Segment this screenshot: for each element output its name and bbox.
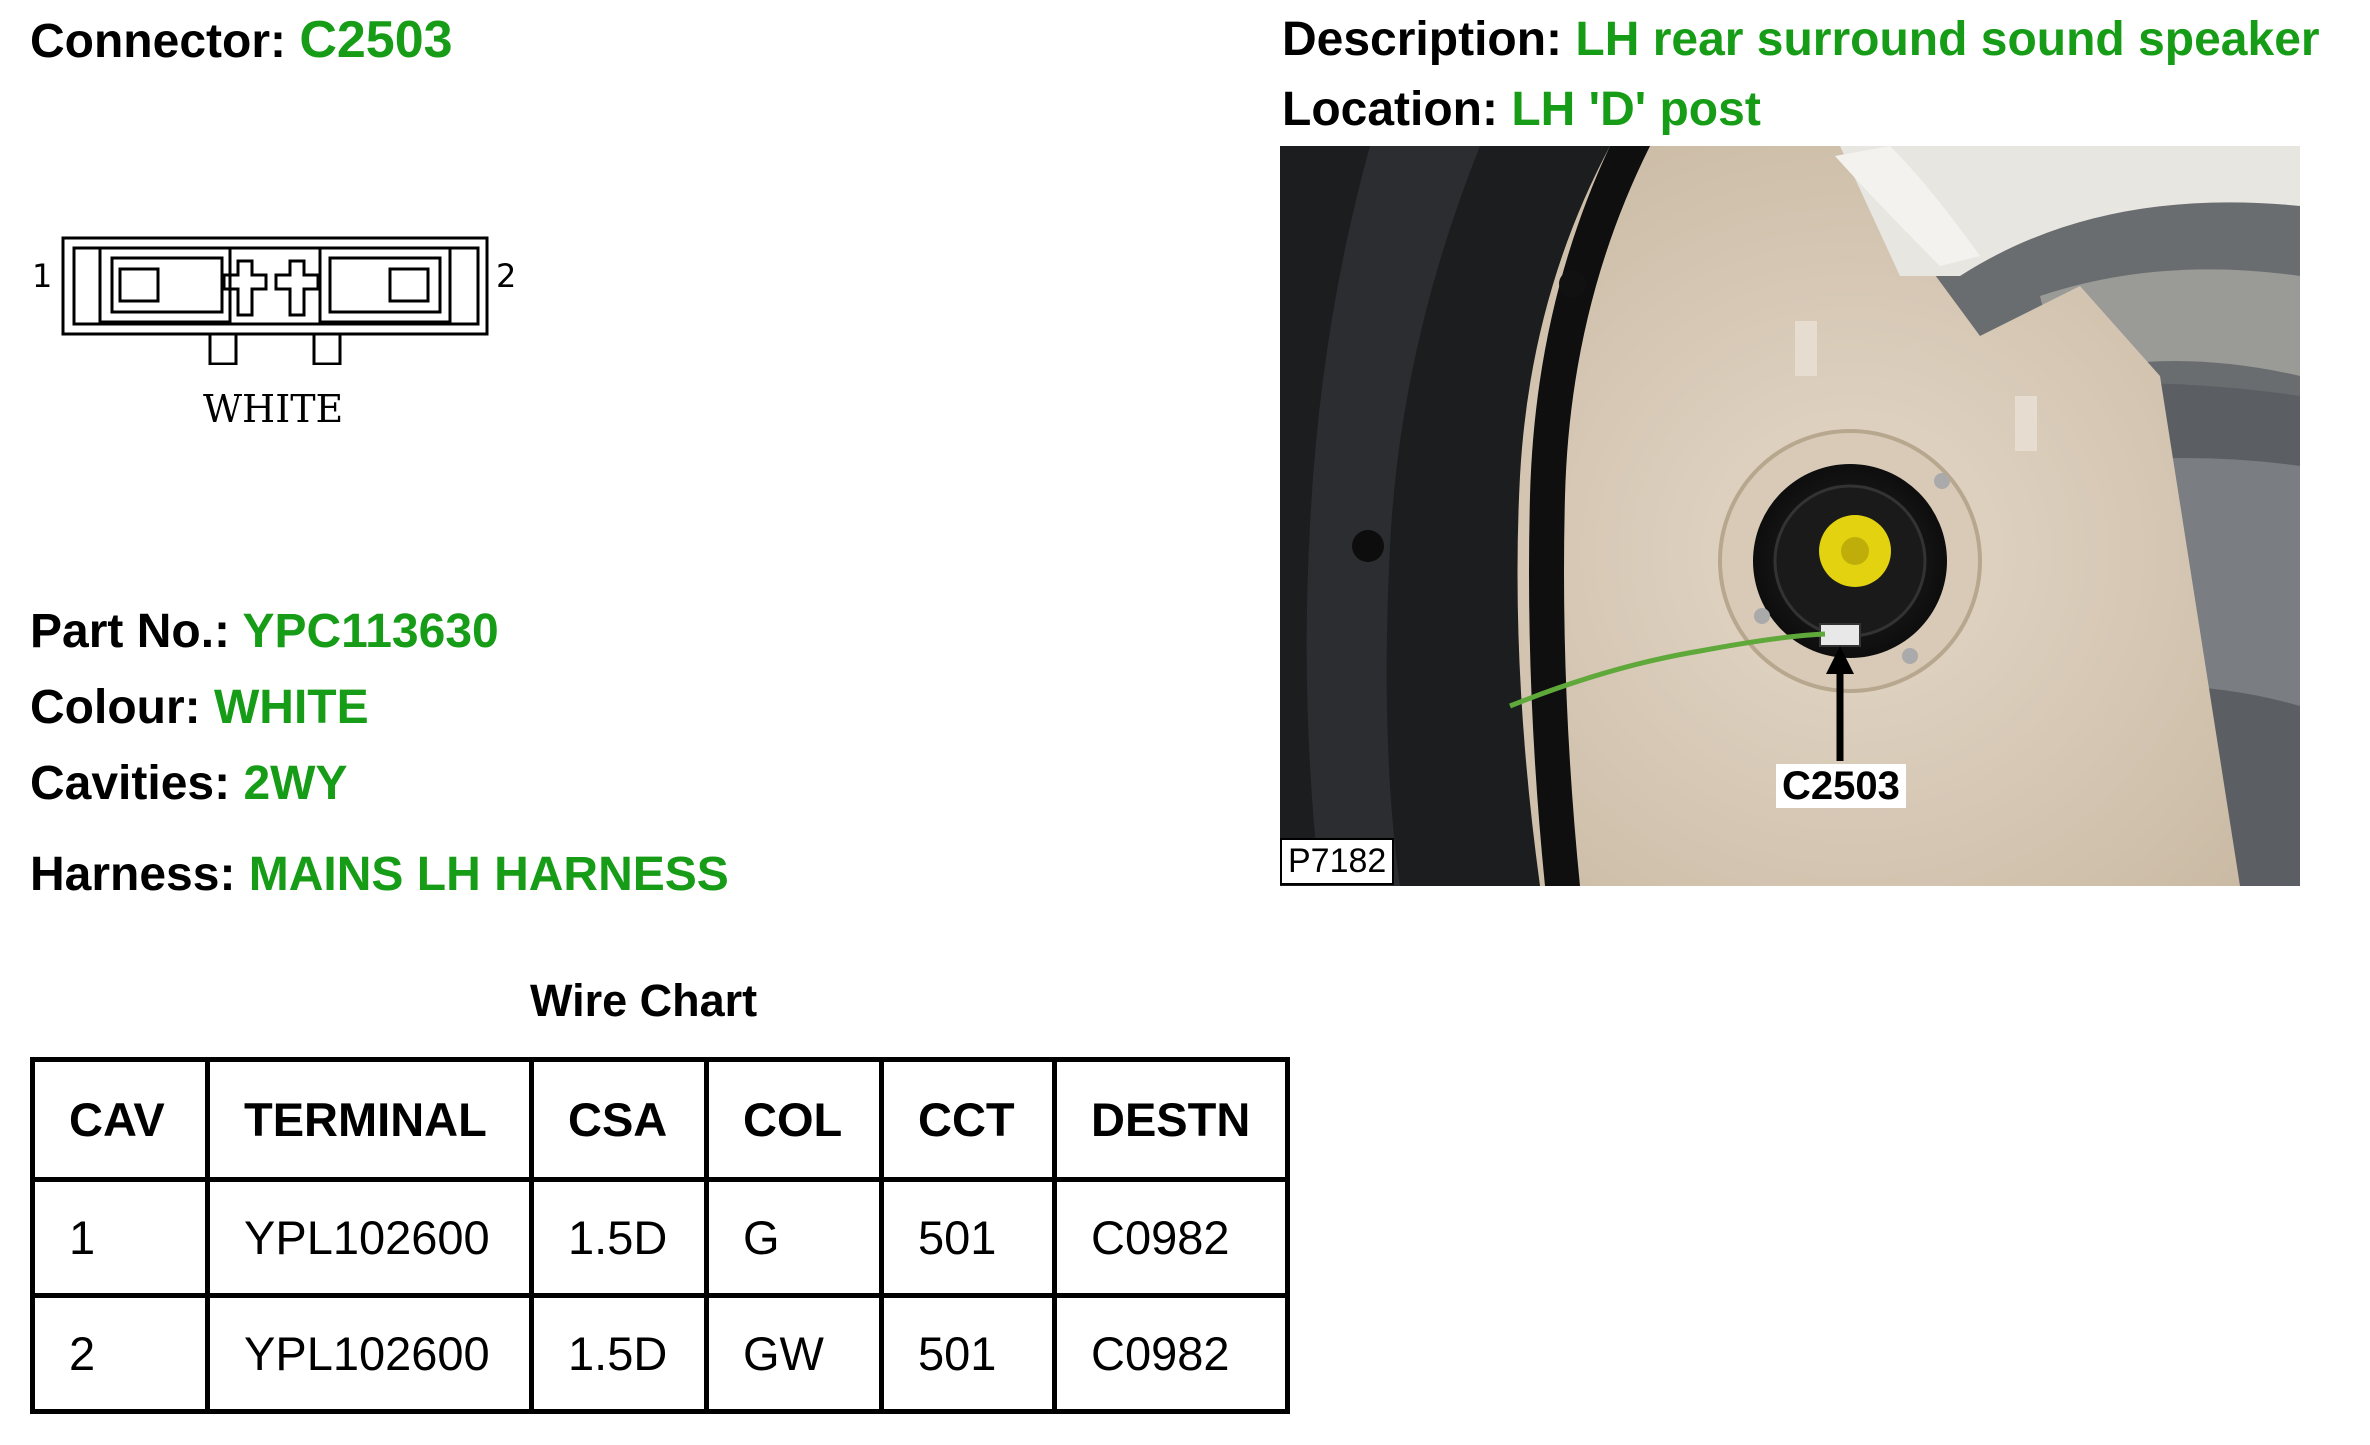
cell-col: GW xyxy=(704,1293,884,1414)
cell-csa: 1.5D xyxy=(529,1293,709,1414)
cell-cav: 1 xyxy=(30,1177,210,1298)
wire-chart-title: Wire Chart xyxy=(530,975,758,1026)
photo-callout-label: C2503 xyxy=(1776,764,1906,808)
connector-id: C2503 xyxy=(299,11,453,69)
cell-terminal: YPL102600 xyxy=(205,1293,534,1414)
cell-cav: 2 xyxy=(30,1293,210,1414)
part-no-line: Part No.: YPC113630 xyxy=(30,608,499,656)
table-row: 1 YPL102600 1.5D G 501 C0982 xyxy=(30,1177,1290,1298)
cavities-value: 2WY xyxy=(243,757,348,810)
description-line: Description: LH rear surround sound spea… xyxy=(1282,16,2320,64)
cell-terminal: YPL102600 xyxy=(205,1177,534,1298)
pin-2-label: 2 xyxy=(496,257,517,295)
cavities-label: Cavities: xyxy=(30,757,231,810)
header-cav: CAV xyxy=(30,1057,210,1182)
colour-value: WHITE xyxy=(213,681,369,734)
description-label: Description: xyxy=(1282,13,1563,66)
harness-line: Harness: MAINS LH HARNESS xyxy=(30,851,729,899)
harness-label: Harness: xyxy=(30,848,236,901)
table-row: 2 YPL102600 1.5D GW 501 C0982 xyxy=(30,1293,1290,1414)
header-cct: CCT xyxy=(879,1057,1057,1182)
table-header-row: CAV TERMINAL CSA COL CCT DESTN xyxy=(30,1057,1290,1182)
connector-face-diagram: 1 2 WHITE xyxy=(30,225,530,435)
connector-outline-drawing xyxy=(61,236,489,365)
colour-label: Colour: xyxy=(30,681,201,734)
colour-line: Colour: WHITE xyxy=(30,684,369,732)
location-value: LH 'D' post xyxy=(1511,83,1761,136)
connector-colour-label: WHITE xyxy=(203,387,344,431)
cell-destn: C0982 xyxy=(1052,1177,1290,1298)
cell-destn: C0982 xyxy=(1052,1293,1290,1414)
cavities-line: Cavities: 2WY xyxy=(30,760,347,808)
wire-chart-table: CAV TERMINAL CSA COL CCT DESTN 1 YPL1026… xyxy=(30,1057,1290,1414)
pin-1-label: 1 xyxy=(32,257,53,295)
location-label: Location: xyxy=(1282,83,1498,136)
cell-cct: 501 xyxy=(879,1293,1057,1414)
connector-line: Connector: C2503 xyxy=(30,14,453,66)
cell-col: G xyxy=(704,1177,884,1298)
part-no-label: Part No.: xyxy=(30,605,231,658)
connector-label: Connector: xyxy=(30,15,286,68)
cell-csa: 1.5D xyxy=(529,1177,709,1298)
header-csa: CSA xyxy=(529,1057,709,1182)
part-no-value: YPC113630 xyxy=(242,605,499,658)
location-line: Location: LH 'D' post xyxy=(1282,86,1761,134)
vehicle-interior-photo xyxy=(1280,146,2300,886)
header-terminal: TERMINAL xyxy=(205,1057,534,1182)
cell-cct: 501 xyxy=(879,1177,1057,1298)
harness-value: MAINS LH HARNESS xyxy=(248,848,729,901)
header-destn: DESTN xyxy=(1052,1057,1290,1182)
location-photo: C2503 P7182 xyxy=(1280,146,2300,886)
description-value: LH rear surround sound speaker xyxy=(1575,13,2320,66)
header-col: COL xyxy=(704,1057,884,1182)
photo-reference: P7182 xyxy=(1280,838,1395,885)
